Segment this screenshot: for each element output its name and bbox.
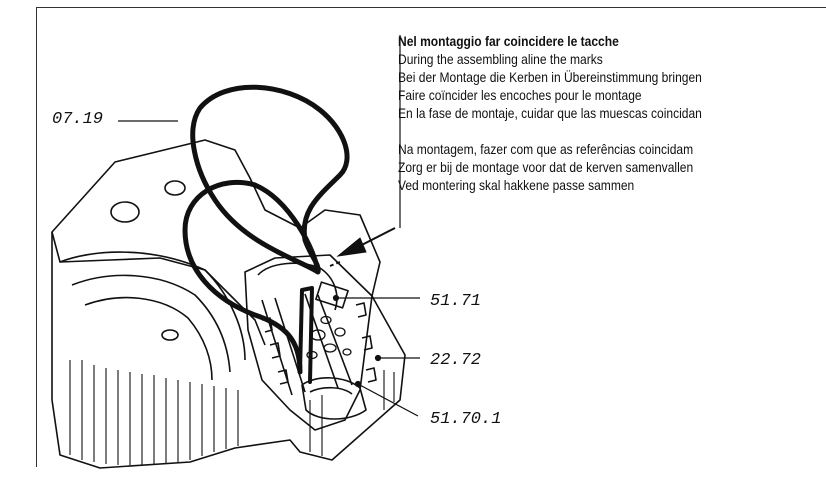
frame-top-border [36, 7, 826, 8]
bearing-seat-inner2 [84, 296, 213, 381]
leader-51-70-1 [357, 383, 419, 417]
bore-side-right [355, 302, 377, 383]
instruction-title: Nel montaggio far coincidere le tacche [398, 33, 619, 49]
instruction-spanish: En la fase de montaje, cuidar que las mu… [398, 105, 702, 121]
bolt-hole-1 [110, 201, 140, 223]
plug-51-70-1 [301, 377, 367, 420]
callout-07-19: 07.19 [52, 110, 104, 129]
assembly-instructions: Nel montaggio far coincidere le tacche D… [398, 32, 759, 194]
callout-22-72: 22.72 [430, 351, 482, 370]
circlip-tail [298, 286, 314, 384]
callout-51-70-1: 51.70.1 [430, 410, 502, 429]
instruction-english: During the assembling aline the marks [398, 51, 603, 67]
instruction-french: Faire coïncider les encoches pour le mon… [398, 87, 642, 103]
callout-51-71: 51.71 [430, 292, 482, 311]
bolt-hole-2 [164, 180, 186, 196]
alignment-arrow [329, 227, 396, 267]
instruction-german: Bei der Montage die Kerben in Übereinsti… [398, 69, 702, 85]
bore-wall-right [317, 294, 353, 386]
casing-top-face [51, 231, 266, 346]
bearing-seat-inner [71, 274, 231, 373]
bolt-hole-3 [161, 329, 179, 341]
frame-left-border [36, 7, 37, 467]
bushing-51-71 [315, 281, 349, 309]
bore-wall-mid [274, 297, 306, 393]
bearing-seat-outer [59, 251, 246, 361]
instruction-danish: Ved montering skal hakkene passe sammen [398, 177, 635, 193]
instruction-portuguese: Na montagem, fazer com que as referência… [398, 141, 694, 157]
instruction-dutch: Zorg er bij de montage voor dat de kerve… [398, 159, 694, 175]
casing-outline [51, 139, 406, 469]
circlip-07-19 [182, 84, 350, 375]
